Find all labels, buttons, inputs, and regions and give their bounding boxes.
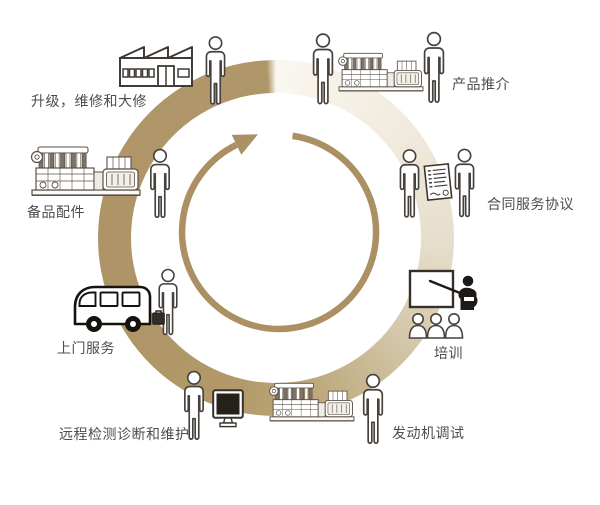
person-icon <box>309 32 337 109</box>
person-icon <box>154 268 182 339</box>
label-remote-diagnostics: 远程检测诊断和维护 <box>59 426 190 442</box>
label-product-promotion: 产品推介 <box>452 76 510 92</box>
engine-genset-icon <box>268 381 356 423</box>
person-icon <box>396 147 423 223</box>
person-icon <box>202 34 229 110</box>
label-upgrade-repair-overhaul: 升级，维修和大修 <box>31 93 147 109</box>
person-icon <box>359 373 387 448</box>
person-icon <box>146 148 174 222</box>
label-spare-parts: 备品配件 <box>27 204 85 220</box>
contract-document-icon <box>423 163 453 202</box>
computer-monitor-icon <box>212 389 244 429</box>
factory-icon <box>117 43 197 88</box>
label-contract-service-agreement: 合同服务协议 <box>487 196 574 212</box>
person-icon <box>451 147 478 222</box>
engine-genset-icon <box>337 51 425 93</box>
service-van-icon <box>72 280 154 336</box>
person-icon <box>420 31 448 107</box>
label-training: 培训 <box>434 345 463 361</box>
engine-genset-icon <box>30 144 142 198</box>
cycle-ring-inner-cover <box>131 93 421 383</box>
training-presentation-icon <box>408 269 486 340</box>
label-engine-commissioning: 发动机调试 <box>392 425 465 441</box>
briefcase-icon <box>152 310 165 325</box>
label-onsite-service: 上门服务 <box>57 340 115 356</box>
